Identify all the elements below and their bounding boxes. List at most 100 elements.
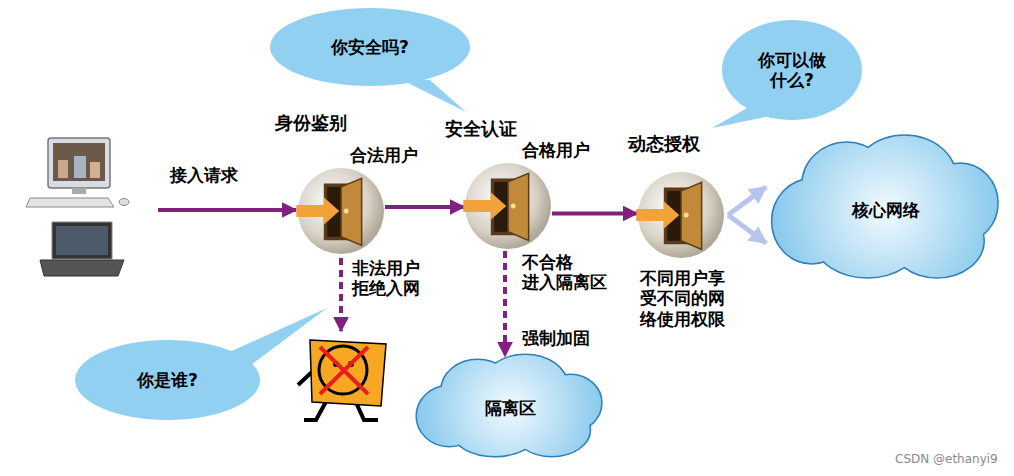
arrow-line	[503, 251, 507, 356]
arrow-line	[552, 212, 637, 216]
arrow-line	[728, 215, 766, 243]
screen-figure	[90, 162, 100, 178]
arrow-line	[728, 187, 766, 215]
node-text: 核心网络	[852, 200, 920, 220]
node-text: 隔离区	[485, 398, 536, 418]
entry-arrow	[463, 192, 506, 220]
cloud-outline	[816, 210, 918, 277]
screen-figure	[74, 156, 86, 178]
cloud-fill	[854, 136, 956, 220]
node-text: 你可以做 什么?	[750, 50, 834, 91]
screen-figure	[58, 160, 68, 178]
keyboard	[26, 198, 114, 207]
gate-disc	[638, 172, 724, 258]
note-text: 不同用户享 受不同的网 络使用权限	[640, 268, 740, 329]
cloud-outline	[770, 140, 1002, 280]
flow-arrow	[728, 187, 766, 243]
flow-arrow	[552, 213, 637, 214]
cloud-outline	[483, 355, 567, 415]
connectors	[385, 187, 766, 356]
reject-arrow	[339, 258, 343, 331]
gate-heading: 身份鉴别	[275, 112, 347, 134]
speech-bubble: 你是谁?	[75, 340, 260, 420]
laptop-screen	[56, 226, 108, 255]
bubble-outline	[722, 20, 862, 120]
laptop	[40, 222, 124, 276]
bubble-outline	[270, 8, 470, 86]
intruder-body	[310, 340, 386, 406]
gate-disc	[465, 163, 551, 249]
flow-label: 强制加固	[522, 328, 590, 348]
bubble-tail	[398, 78, 466, 112]
gate-disc	[298, 168, 384, 254]
network-cloud: 隔离区	[415, 358, 605, 458]
door-knob	[511, 204, 516, 209]
cloud-fill	[923, 164, 997, 242]
cloud-fill	[805, 161, 967, 259]
monitor	[48, 138, 110, 188]
network-cloud: 核心网络	[770, 140, 1002, 280]
door-outline	[638, 172, 724, 258]
doorway	[494, 182, 523, 232]
monitor-stand	[72, 188, 86, 194]
cloud-fill	[772, 179, 851, 263]
door-outline	[465, 163, 551, 249]
entry-arrow	[296, 197, 339, 225]
door-panel	[681, 182, 702, 249]
cloud-outline	[802, 143, 890, 227]
cloud-outline	[891, 204, 984, 277]
door-knob	[344, 209, 349, 214]
cloud-fill	[540, 375, 601, 431]
bubble-outline	[75, 340, 260, 420]
edge-label: 不合格 进入隔离区	[522, 252, 632, 293]
cloud-fill	[444, 373, 577, 443]
flow-arrow	[385, 207, 464, 208]
gate-circle: 动态授权	[638, 172, 724, 258]
cross	[320, 347, 368, 394]
request-arrow	[158, 208, 296, 212]
door-frame	[664, 187, 700, 244]
doorway	[667, 191, 696, 241]
flow-arrow	[505, 251, 506, 356]
door-frame	[491, 178, 527, 235]
cloud-outline	[772, 179, 851, 263]
node-text: 你安全吗?	[331, 37, 409, 57]
arrow-line	[385, 205, 464, 209]
bubble-tail	[712, 104, 780, 128]
cloud-outline	[514, 404, 590, 456]
door-panel	[341, 178, 362, 245]
bubble-tail	[225, 308, 327, 368]
laptop-base	[40, 260, 124, 276]
gate-heading: 安全认证	[445, 118, 517, 140]
gate-circle: 安全认证	[465, 163, 551, 249]
cloud-outline	[854, 136, 956, 220]
cloud-outline	[540, 375, 601, 431]
doorway	[327, 187, 356, 237]
door-frame	[324, 183, 360, 240]
cloud-outline	[415, 358, 605, 458]
cloud-fill	[891, 204, 984, 277]
gate-circle: 身份鉴别	[298, 168, 384, 254]
cloud-outline	[444, 373, 577, 443]
cross	[320, 347, 368, 394]
node-text: 你是谁?	[137, 370, 198, 390]
arm	[298, 372, 312, 385]
edge-label: 合格用户	[522, 140, 590, 160]
door-outline	[298, 168, 384, 254]
laptop-lid	[52, 222, 112, 259]
cloud-fill	[514, 404, 590, 456]
cloud-outline	[805, 161, 967, 259]
speech-bubble: 你可以做 什么?	[722, 20, 862, 120]
cloud-fill	[453, 408, 537, 456]
edge-label: 合法用户	[350, 145, 418, 165]
cloud-outline	[442, 360, 514, 420]
cloud-fill	[483, 355, 567, 415]
cloud-fill	[442, 360, 514, 420]
watermark: CSDN @ethanyi9	[895, 452, 998, 466]
cloud-outline	[453, 408, 537, 456]
intruder-face	[319, 346, 367, 394]
